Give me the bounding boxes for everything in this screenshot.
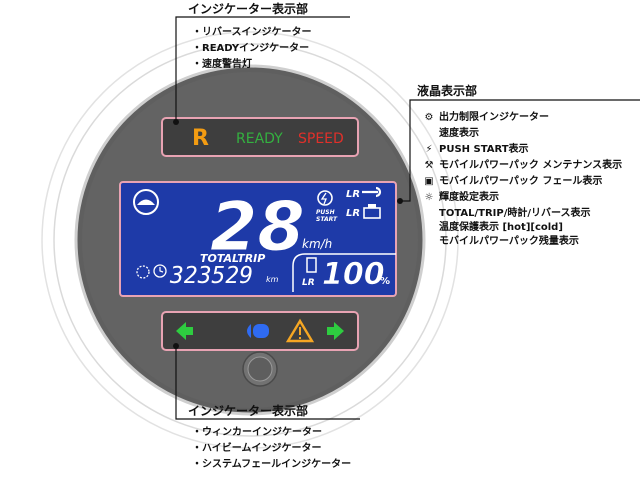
output-limit-icon xyxy=(133,189,159,215)
brightness-icon xyxy=(136,265,150,279)
bottom-section-title: インジケーター表示部 xyxy=(188,404,309,418)
top-item-1: ・READYインジケーター xyxy=(192,43,310,54)
battery-percent-sign: % xyxy=(380,276,390,287)
high-beam-icon xyxy=(247,324,251,338)
battery-percent: 100 xyxy=(322,257,385,292)
top-item-2: ・速度警告灯 xyxy=(192,59,252,70)
lr-failure-label: LR xyxy=(346,208,360,219)
lcd-item: 速度表示 xyxy=(439,128,479,139)
output-limit-icon: ⚙ xyxy=(424,112,434,123)
battery-failure-icon: ▣ xyxy=(424,176,434,187)
bottom-item-0: ・ウィンカーインジケーター xyxy=(192,427,322,438)
lcd-callout-line xyxy=(400,99,640,202)
wrench-icon xyxy=(362,186,382,198)
odometer-display: 323529 xyxy=(169,263,253,289)
bottom-callout-line xyxy=(175,346,360,420)
lcd-item: モバイルパワーパック残量表示 xyxy=(439,236,579,247)
lcd-item: 温度保護表示 [hot][cold] xyxy=(439,222,563,233)
fuel-pump-icon xyxy=(306,257,317,273)
battery-gauge-frame xyxy=(292,253,396,292)
wrench-icon: ⚒ xyxy=(424,160,434,171)
lcd-item: ⚒モバイルパワーパック メンテナンス表示 xyxy=(421,160,623,176)
lcd-item-list: ⚙出力制限インジケーター 速度表示 ⚡PUSH START表示 ⚒モバイルパワー… xyxy=(421,112,622,250)
push-start-icon xyxy=(317,190,333,206)
top-section-title: インジケーター表示部 xyxy=(188,2,309,16)
speed-warning-indicator: SPEED xyxy=(298,131,344,147)
odometer-unit: km xyxy=(266,275,279,284)
speed-display: 28 xyxy=(210,188,305,267)
bottom-item-1: ・ハイビームインジケーター xyxy=(192,443,322,454)
outer-ring xyxy=(41,31,459,449)
top-item-0: ・リバースインジケーター xyxy=(192,27,312,38)
lr-maintenance-label: LR xyxy=(346,189,360,200)
outer-ring-2 xyxy=(53,43,447,437)
bottom-item-2: ・システムフェールインジケーター xyxy=(192,459,352,470)
lcd-item: ☼輝度設定表示 xyxy=(421,192,622,208)
lcd-section-title: 液晶表示部 xyxy=(417,84,478,98)
lcd-item: TOTAL/TRIP/時計/リバース表示 xyxy=(439,208,591,219)
clock-icon xyxy=(153,264,167,278)
start-label: START xyxy=(316,216,338,223)
reverse-indicator: R xyxy=(192,126,209,151)
top-indicator-panel xyxy=(161,117,359,157)
lcd-item: ⚡PUSH START表示 xyxy=(421,144,622,160)
brightness-icon: ☼ xyxy=(424,192,434,203)
total-trip-label: TOTALTRIP xyxy=(200,252,265,265)
turn-right-arrow-icon xyxy=(327,322,344,340)
lcd-item: ▣モバイルパワーパック フェール表示 xyxy=(421,176,622,192)
top-callout-line xyxy=(175,16,350,122)
lcd-panel xyxy=(119,181,397,297)
battery-lr-label: LR xyxy=(302,278,315,288)
lcd-item: ⚙出力制限インジケーター xyxy=(421,112,622,128)
push-label: PUSH xyxy=(316,209,335,216)
system-failure-warning-icon xyxy=(285,318,315,343)
turn-left-arrow-icon xyxy=(176,322,193,340)
speed-unit: km/h xyxy=(302,237,332,251)
push-start-icon: ⚡ xyxy=(425,144,433,155)
ready-indicator: READY xyxy=(236,131,283,147)
